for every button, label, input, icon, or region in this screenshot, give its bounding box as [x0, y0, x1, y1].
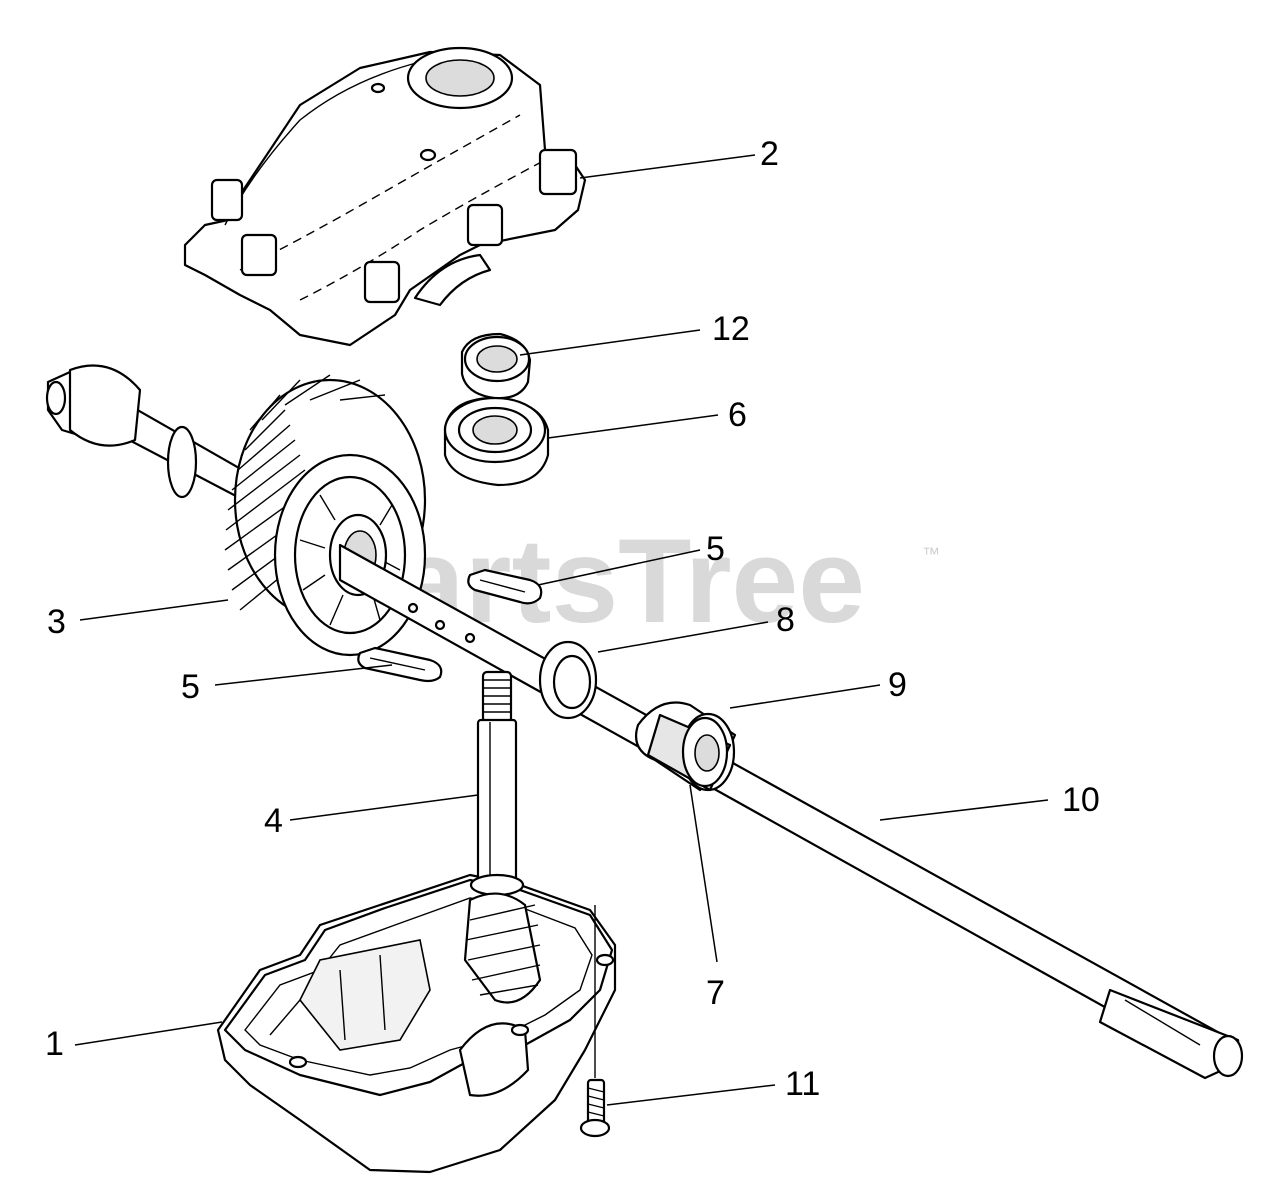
washer	[538, 640, 598, 720]
pin-lower	[357, 646, 443, 683]
watermark-tm: ™	[922, 544, 940, 564]
worm-input-shaft	[463, 670, 542, 1004]
callout-4: 4	[264, 802, 283, 840]
callout-5-lower: 5	[181, 668, 200, 706]
callout-8: 8	[776, 601, 795, 639]
callout-5-upper: 5	[706, 530, 725, 568]
callout-7: 7	[706, 974, 725, 1012]
callout-9: 9	[888, 666, 907, 704]
callout-1: 1	[45, 1025, 64, 1063]
leader-lines	[74, 154, 1049, 1106]
callout-6: 6	[728, 396, 747, 434]
pin-upper	[467, 568, 543, 605]
callout-12: 12	[712, 310, 750, 348]
ball-bearing-small	[460, 332, 532, 400]
screw	[579, 905, 611, 1138]
lower-gear-housing	[216, 873, 617, 1174]
callouts: 2 12 6 5 3 5 8 9 4 10 7 1 11	[45, 135, 1100, 1103]
sleeve	[634, 701, 737, 792]
callout-11: 11	[785, 1065, 820, 1103]
helical-gear	[45, 364, 427, 657]
callout-10: 10	[1062, 781, 1100, 819]
callout-2: 2	[760, 135, 779, 173]
callout-3: 3	[47, 603, 66, 641]
ball-bearing	[443, 396, 550, 487]
upper-gear-housing	[183, 46, 587, 347]
